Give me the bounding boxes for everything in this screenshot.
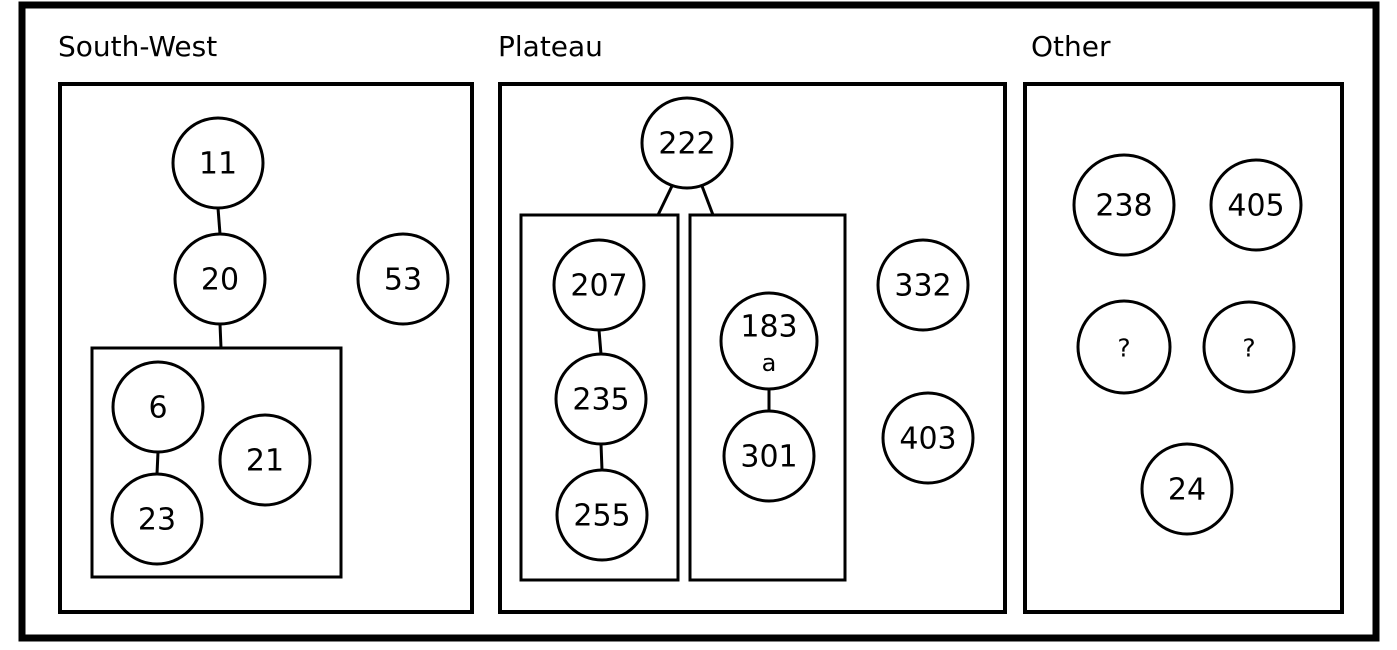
node-label-ot-q2: ? <box>1242 334 1255 363</box>
node-pl-301[interactable]: 301 <box>722 409 816 503</box>
node-circle-pl-222[interactable] <box>640 96 734 190</box>
node-label-sw-6: 6 <box>148 391 167 426</box>
node-circle-sw-53[interactable] <box>356 232 450 326</box>
node-label-pl-235: 235 <box>572 383 629 418</box>
node-circle-pl-207[interactable] <box>552 238 646 332</box>
node-circle-ot-24[interactable] <box>1140 442 1234 536</box>
node-circle-sw-6[interactable] <box>111 360 205 454</box>
node-sw-53[interactable]: 53 <box>356 232 450 326</box>
node-circle-pl-183a[interactable] <box>719 291 819 391</box>
node-ot-q2[interactable]: ? <box>1202 300 1296 394</box>
node-circle-sw-21[interactable] <box>218 413 312 507</box>
node-circle-pl-403[interactable] <box>881 391 975 485</box>
node-label-sw-20: 20 <box>201 263 239 298</box>
node-label-sw-53: 53 <box>384 263 422 298</box>
edge-pl-222-to-pl-sub-2 <box>700 185 715 216</box>
node-sw-6[interactable]: 6 <box>111 360 205 454</box>
node-circle-pl-301[interactable] <box>722 409 816 503</box>
node-circle-ot-238[interactable] <box>1072 153 1176 257</box>
node-circle-ot-q2[interactable] <box>1202 300 1296 394</box>
node-pl-332[interactable]: 332 <box>876 238 970 332</box>
node-sw-11[interactable]: 11 <box>171 116 265 210</box>
group-label-south-west: South-West <box>58 30 217 63</box>
node-ot-q1[interactable]: ? <box>1076 299 1172 395</box>
diagram-outer-frame <box>18 1 1380 642</box>
node-label-ot-238: 238 <box>1095 189 1152 224</box>
node-label-ot-q1: ? <box>1117 334 1130 363</box>
node-circle-sw-11[interactable] <box>171 116 265 210</box>
edge-sw-6-to-sw-23 <box>155 451 160 475</box>
node-ot-24[interactable]: 24 <box>1140 442 1234 536</box>
node-circle-pl-235[interactable] <box>554 352 648 446</box>
node-label-sw-21: 21 <box>246 444 284 479</box>
node-ot-405[interactable]: 405 <box>1209 158 1303 252</box>
node-ot-238[interactable]: 238 <box>1072 153 1176 257</box>
node-circle-pl-255[interactable] <box>555 468 649 562</box>
node-label-pl-332: 332 <box>894 269 951 304</box>
edge-pl-207-to-pl-235 <box>597 329 603 355</box>
node-circle-pl-332[interactable] <box>876 238 970 332</box>
node-label-pl-403: 403 <box>899 422 956 457</box>
node-pl-235[interactable]: 235 <box>554 352 648 446</box>
subgroup-box-pl-sub-2[interactable] <box>688 213 847 582</box>
node-label-ot-405: 405 <box>1227 189 1284 224</box>
node-label-sw-11: 11 <box>199 147 237 182</box>
node-sublabel-pl-183a: a <box>762 349 777 377</box>
group-label-plateau: Plateau <box>498 30 603 63</box>
node-circle-ot-q1[interactable] <box>1076 299 1172 395</box>
edge-sw-11-to-sw-20 <box>216 207 222 235</box>
node-label-pl-255: 255 <box>573 499 630 534</box>
edge-pl-222-to-pl-sub-1 <box>656 185 674 216</box>
edge-pl-235-to-pl-255 <box>599 443 604 471</box>
node-circle-sw-20[interactable] <box>173 232 267 326</box>
node-circle-ot-405[interactable] <box>1209 158 1303 252</box>
group-box-south-west[interactable] <box>58 82 474 614</box>
group-label-other: Other <box>1031 30 1111 63</box>
node-sw-23[interactable]: 23 <box>110 472 204 566</box>
node-label-ot-24: 24 <box>1168 473 1206 508</box>
node-label-pl-207: 207 <box>570 269 627 304</box>
node-sw-21[interactable]: 21 <box>218 413 312 507</box>
group-box-other[interactable] <box>1023 82 1344 614</box>
node-pl-207[interactable]: 207 <box>552 238 646 332</box>
node-pl-222[interactable]: 222 <box>640 96 734 190</box>
node-label-pl-301: 301 <box>740 440 797 475</box>
node-circle-sw-23[interactable] <box>110 472 204 566</box>
group-box-plateau[interactable] <box>498 82 1007 614</box>
node-pl-183a[interactable]: 183 a <box>719 291 819 391</box>
node-pl-403[interactable]: 403 <box>881 391 975 485</box>
node-pl-255[interactable]: 255 <box>555 468 649 562</box>
subgroup-box-sw-sub-1[interactable] <box>90 346 343 579</box>
node-label-pl-183a: 183 <box>740 310 797 345</box>
node-label-pl-222: 222 <box>658 127 715 162</box>
subgroup-box-pl-sub-1[interactable] <box>519 213 680 582</box>
node-sw-20[interactable]: 20 <box>173 232 267 326</box>
edge-sw-20-to-sw-sub-1 <box>218 323 223 349</box>
node-label-sw-23: 23 <box>138 503 176 538</box>
